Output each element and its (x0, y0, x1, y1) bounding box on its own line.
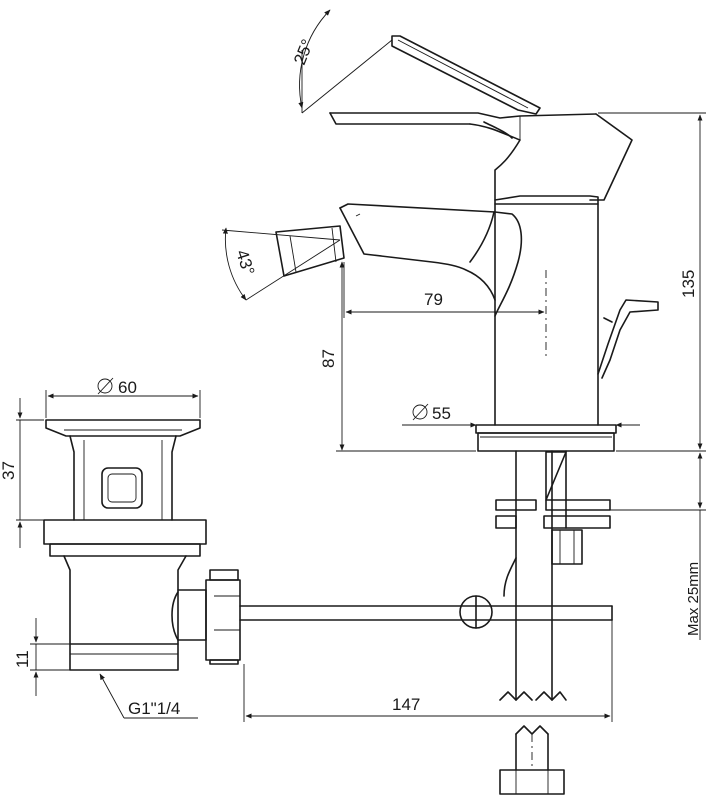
thread-spec-label: G1"1/4 (128, 699, 180, 718)
dim-thread-length: 11 (13, 618, 70, 696)
rod-length-label: 147 (392, 695, 420, 714)
bottom-hose-fitting (499, 725, 565, 795)
drain-assembly (43, 419, 241, 671)
dim-spout-reach: 79 (343, 262, 545, 318)
total-height-label: 135 (679, 270, 698, 298)
faucet-body (475, 195, 617, 452)
base-diameter-label: 55 (432, 404, 451, 423)
dim-lever-angle: 25° (290, 9, 393, 114)
faucet-spout (275, 203, 523, 317)
faucet-lever (329, 35, 633, 201)
max-deck-label: Max 25mm (685, 562, 702, 636)
spout-height-label: 87 (319, 349, 338, 368)
dim-base-diameter: 55 (402, 403, 640, 428)
dim-drain-diameter: 60 (45, 377, 201, 418)
thread-length-label: 11 (13, 650, 32, 668)
mounting-hardware (495, 450, 611, 701)
dim-spout-height: 87 (319, 261, 476, 452)
popup-rod (239, 595, 613, 629)
spout-reach-label: 79 (424, 290, 443, 309)
thread-spec-callout: G1"1/4 (99, 673, 198, 719)
drain-diameter-label: 60 (118, 378, 137, 397)
dim-total-height: 135 (598, 112, 706, 452)
dim-drain-height: 37 (0, 398, 44, 548)
dim-max-deck: Max 25mm (610, 450, 706, 640)
dim-rod-length: 147 (243, 620, 613, 722)
lever-angle-label: 25° (290, 37, 317, 68)
faucet-popup-lever (597, 299, 659, 379)
spout-angle-label: 43° (232, 247, 258, 277)
drain-height-label: 37 (0, 461, 18, 480)
